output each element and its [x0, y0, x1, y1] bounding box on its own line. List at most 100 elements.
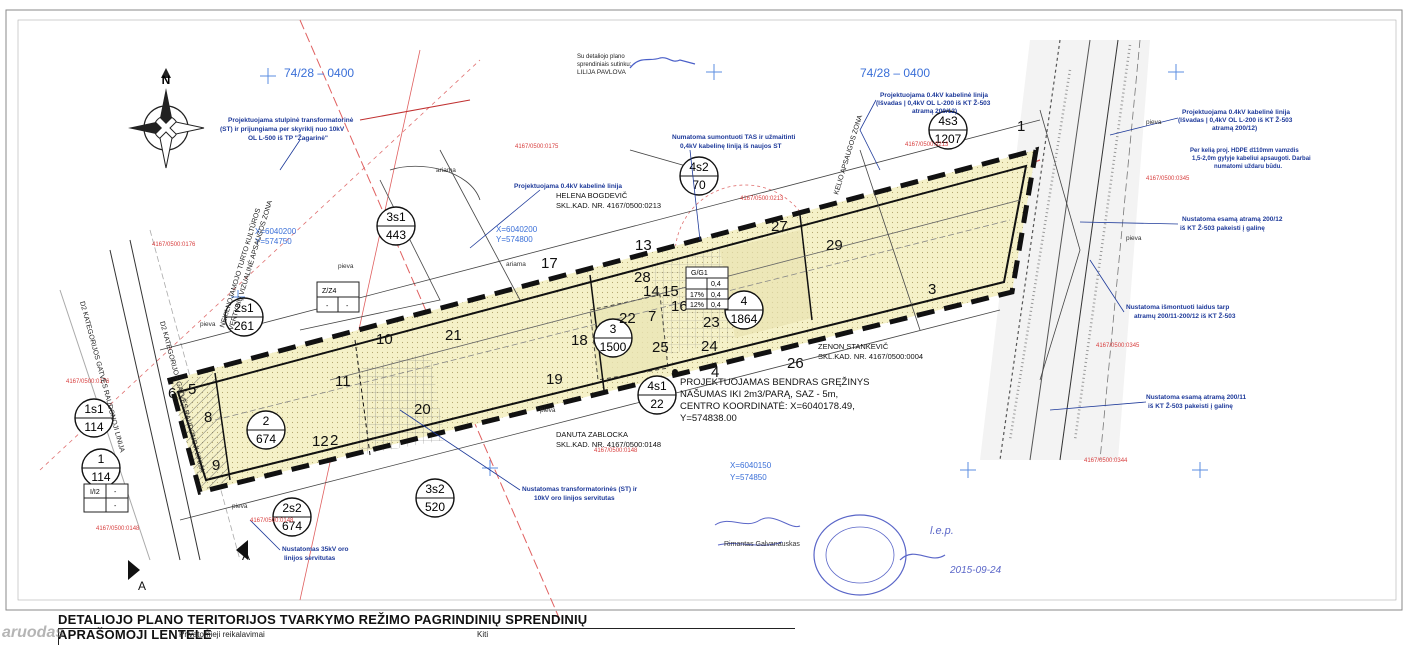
coord-1-x: X=6040200 [255, 227, 297, 236]
approval-line-2: sprendiniais sutinku: [577, 62, 632, 68]
plot-label-bottom: 114 [91, 470, 110, 484]
stamp-short: l.e.p. [930, 525, 954, 537]
plot-label-3: 4s3 1207 [928, 110, 968, 150]
zoning-box-z: Z/Z4 - - [316, 281, 360, 313]
well-capacity: NAŠUMAS IKI 2m3/PARĄ, SAZ - 5m, [680, 389, 838, 400]
plot-label-bottom: 520 [425, 500, 445, 514]
zoning-code-g: G/G1 [691, 270, 708, 277]
table-col-2: Kiti [477, 630, 489, 639]
point-number: 23 [703, 314, 720, 331]
parcel-ref-2: 4167/0500:0213 [740, 196, 784, 202]
point-number: 25 [652, 339, 669, 356]
zoning-cell-g3: 0,4 [711, 292, 721, 299]
point-number: 27 [771, 218, 788, 235]
point-number: 19 [546, 371, 563, 388]
grid-label-right: 74/28 – 0400 [860, 66, 930, 80]
grid-label-left: 74/28 – 0400 [284, 66, 354, 80]
land-use-3: pieva [1146, 119, 1162, 126]
point-number: 21 [445, 327, 462, 344]
zoning-box-i: I/I2 - - [83, 483, 129, 513]
owner-parcel-2: SKL.KAD. NR. 4167/0500:0004 [818, 352, 923, 361]
point-number: 7 [648, 308, 656, 325]
zoning-box-g: G/G1 0,4 17% 0,4 12% 0,4 [685, 266, 729, 310]
plot-label-bottom: 1207 [935, 132, 962, 146]
zoning-cell-i2: - [114, 503, 117, 510]
stamps: Rimantas Galvanauskas l.e.p. 2015-09-24 [714, 514, 1002, 596]
parcel-ref-5: 4167/0500:0345 [1096, 343, 1140, 349]
well-note: PROJEKTUOJAMAS BENDRAS GRĘŽINYS NAŠUMAS … [672, 369, 870, 424]
parcel-ref-9: 4167/0500:0148 [96, 526, 140, 532]
approval-name: LILIJA PAVLOVA [577, 69, 626, 76]
point-number: 10 [376, 331, 393, 348]
point-number: 2 [330, 432, 338, 449]
plot-label-bottom: 1864 [731, 312, 758, 326]
plot-label-bottom: 261 [234, 319, 254, 333]
owner-parcel-1: SKL.KAD. NR. 4167/0500:0213 [556, 201, 661, 210]
point-number: 13 [635, 237, 652, 254]
plot-label-top: 2 [263, 414, 270, 428]
point-number: 14 [643, 283, 660, 300]
well-coords: CENTRO KOORDINATĖ: X=6040178.49, [680, 401, 855, 412]
plot-labels: 3s14434s2704s312072s12611s111411142s2674… [74, 110, 968, 537]
north-label: N [162, 73, 171, 87]
point-number: 16 [671, 298, 688, 315]
watermark: aruodas [2, 624, 65, 641]
stamp-date: 2015-09-24 [949, 565, 1002, 576]
approval-line-1: Su detaliojo plano [577, 54, 625, 60]
plot-label-top: 4s1 [647, 379, 667, 393]
plot-label-top: 4s3 [938, 114, 958, 128]
plot-label-top: 1 [98, 452, 105, 466]
point-number: 8 [204, 409, 212, 426]
land-use-5: ariama [506, 261, 526, 268]
main-parcel [166, 146, 1040, 496]
point-number: 24 [701, 338, 718, 355]
land-use-6: pieva [540, 407, 556, 414]
point-number: 15 [662, 283, 679, 300]
svg-text:A: A [242, 549, 250, 563]
annotations: Projektuojama stulpinė transformatorinė(… [220, 92, 1311, 562]
plot-label-top: 2s2 [282, 501, 302, 515]
land-use-8: pieva [232, 503, 248, 510]
coordinate-marks: X=6040200 Y=574750 X=6040200 Y=574800 X=… [255, 225, 772, 482]
point-number: 20 [414, 401, 431, 418]
zoning-cell-g5: 0,4 [711, 302, 721, 309]
table-col-1: Privatomieji reikalavimai [179, 630, 265, 639]
requirements-table-header: Privatomieji reikalavimai Kiti [58, 628, 795, 645]
point-number: 3 [928, 281, 936, 298]
plot-label-top: 3s1 [386, 210, 406, 224]
point-number: 12 [312, 433, 329, 450]
plot-label-bottom: 22 [650, 397, 664, 411]
zoning-cell-g2: 17% [690, 292, 704, 299]
road-zone-label: KELIO APSAUGOS ZONA [833, 114, 864, 196]
coord-2-y: Y=574800 [496, 235, 533, 244]
point-number: 4 [711, 364, 719, 381]
note-cable-left: Projektuojama 0.4kV kabelinė linija [514, 183, 622, 190]
plot-label-bottom: 70 [692, 178, 706, 192]
north-arrow: N [128, 68, 205, 169]
point-number: 26 [787, 355, 804, 372]
leader-lines [249, 99, 1179, 551]
point-number: 28 [634, 269, 651, 286]
point-number: 17 [541, 255, 558, 272]
land-use-labels: pieva ariama pieva pieva ariama pieva pi… [200, 119, 1162, 510]
owner-name-3: DANUTA ZABLOCKA [556, 430, 628, 439]
note-transformer-1: Projektuojama stulpinė transformatorinė(… [220, 117, 354, 142]
coord-1-y: Y=574750 [255, 237, 292, 246]
parcel-ref-11: 4167/0500:0176 [66, 379, 110, 385]
parcel-ref-10: 4167/0500:0176 [152, 242, 196, 248]
zoning-code-z: Z/Z4 [322, 288, 336, 295]
owners: HELENA BOGDEVIČ SKL.KAD. NR. 4167/0500:0… [556, 191, 923, 449]
point-number: 6 [168, 385, 176, 402]
parcel-ref-4: 4167/0500:0345 [1146, 176, 1190, 182]
note-cable-top-right: Projektuojama 0.4kV kabelinė linija(Išva… [876, 92, 991, 115]
